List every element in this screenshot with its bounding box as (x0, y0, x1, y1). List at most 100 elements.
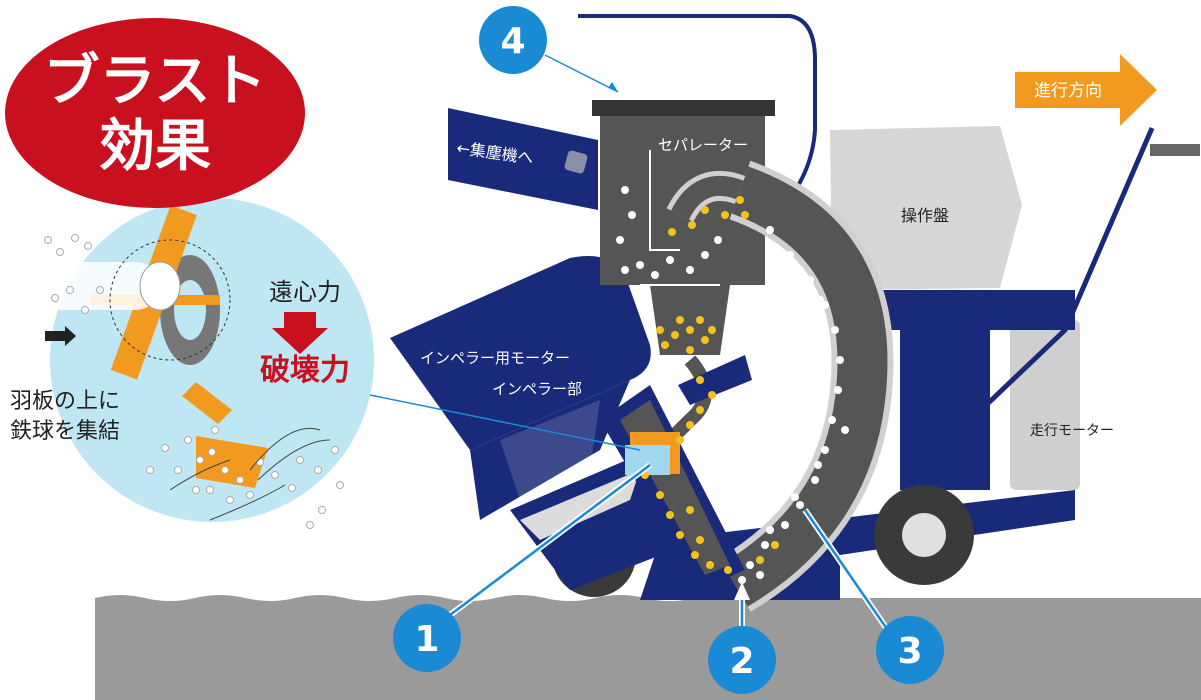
shot-dot (696, 536, 704, 544)
shot-dot (836, 356, 844, 364)
shot-dot (756, 556, 764, 564)
shot-dot (691, 551, 699, 559)
shot-dot (721, 211, 729, 219)
shot-dot (736, 196, 744, 204)
shot-dot (688, 221, 696, 229)
shot-dot (621, 266, 629, 274)
shot-dot (786, 251, 794, 259)
shot-dot (701, 206, 709, 214)
direction-label: 進行方向 (1034, 81, 1102, 101)
inset-shot-dot (96, 286, 104, 294)
marker-4: 4 (479, 6, 547, 74)
shot-dot (746, 561, 754, 569)
marker-2: 2 (708, 626, 776, 694)
centrifugal-label: 遠心力 (269, 278, 341, 306)
shot-dot (814, 461, 822, 469)
inset-shot-dot (246, 491, 254, 499)
shot-particles (616, 186, 849, 584)
marker-4-leader (544, 54, 619, 93)
shot-dot (706, 561, 714, 569)
inset-shot-dot (206, 486, 214, 494)
impeller-motor (390, 256, 651, 520)
handle (958, 127, 1155, 432)
shot-dot (701, 251, 709, 259)
inset-circle (40, 198, 374, 529)
title-badge (5, 18, 305, 208)
shot-dot (806, 276, 814, 284)
shot-dot (686, 266, 694, 274)
inset-note-line2: 鉄球を集結 (10, 419, 120, 444)
shot-dot (671, 331, 679, 339)
shot-dot (771, 541, 779, 549)
shot-dot (741, 211, 749, 219)
shot-dot (766, 226, 774, 234)
feed-tube (655, 355, 752, 455)
shot-dot (828, 416, 836, 424)
dust-collector-duct (448, 108, 598, 210)
shot-dot (676, 316, 684, 324)
shot-dot (831, 326, 839, 334)
shot-dot (708, 326, 716, 334)
inset-shot-dot (174, 466, 182, 474)
shot-dot (666, 256, 674, 264)
title-line1: ブラスト (44, 49, 267, 114)
inset-shot-dot (192, 486, 200, 494)
shot-dot (696, 316, 704, 324)
inset-shot-dot (184, 436, 192, 444)
impeller-motor-label: インペラー用モーター (420, 349, 570, 367)
inset-shot-dot (71, 234, 79, 242)
shot-dot (701, 336, 709, 344)
shot-dot (841, 426, 849, 434)
shot-dot (686, 346, 694, 354)
shot-dot (696, 376, 704, 384)
svg-text:3: 3 (897, 631, 922, 672)
control-panel-label: 操作盤 (901, 206, 949, 225)
inset-shot-dot (56, 248, 64, 256)
inset-shot-dot (331, 446, 339, 454)
inset-shot-dot (84, 242, 92, 250)
shot-dot (756, 571, 764, 579)
inset-shot-dot (271, 471, 279, 479)
direction-arrow (1015, 54, 1157, 126)
travel-motor (1010, 320, 1080, 490)
shot-dot (816, 296, 824, 304)
shot-dot (651, 271, 659, 279)
inset-shot-dot (236, 476, 244, 484)
inset-shot-dot (44, 236, 52, 244)
shot-dot (666, 511, 674, 519)
marker-3: 3 (876, 616, 944, 684)
shot-dot (821, 446, 829, 454)
impeller-unit (600, 385, 745, 590)
destructive-label: 破壊力 (260, 353, 350, 388)
inset-shot-dot (81, 306, 89, 314)
shot-dot (661, 341, 669, 349)
shot-dot (761, 541, 769, 549)
inset-shot-dot (66, 286, 74, 294)
shot-dot (724, 566, 732, 574)
inset-shot-dot (318, 506, 326, 514)
separator-label: セパレーター (658, 136, 748, 154)
inset-shot-dot (146, 466, 154, 474)
svg-text:4: 4 (500, 21, 525, 62)
title-line2: 効果 (99, 114, 211, 179)
shot-dot (686, 421, 694, 429)
shot-dot (821, 301, 829, 309)
shot-dot (676, 531, 684, 539)
inset-shot-dot (288, 484, 296, 492)
inset-shot-dot (314, 466, 322, 474)
travel-motor-label: 走行モーター (1030, 423, 1114, 439)
shot-dot (791, 493, 799, 501)
inset-shot-dot (161, 444, 169, 452)
inset-shot-dot (221, 466, 229, 474)
shot-dot (766, 526, 774, 534)
inset-shot-dot (51, 294, 59, 302)
shot-dot (616, 236, 624, 244)
shot-dot (636, 261, 644, 269)
rear-wheel (874, 485, 974, 585)
shot-dot (686, 506, 694, 514)
marker-leaders (428, 462, 903, 650)
inset-note-line1: 羽板の上に (10, 389, 120, 414)
shot-dot (628, 211, 636, 219)
inset-shot-dot (256, 458, 264, 466)
impeller-unit-label: インペラー部 (492, 380, 582, 398)
